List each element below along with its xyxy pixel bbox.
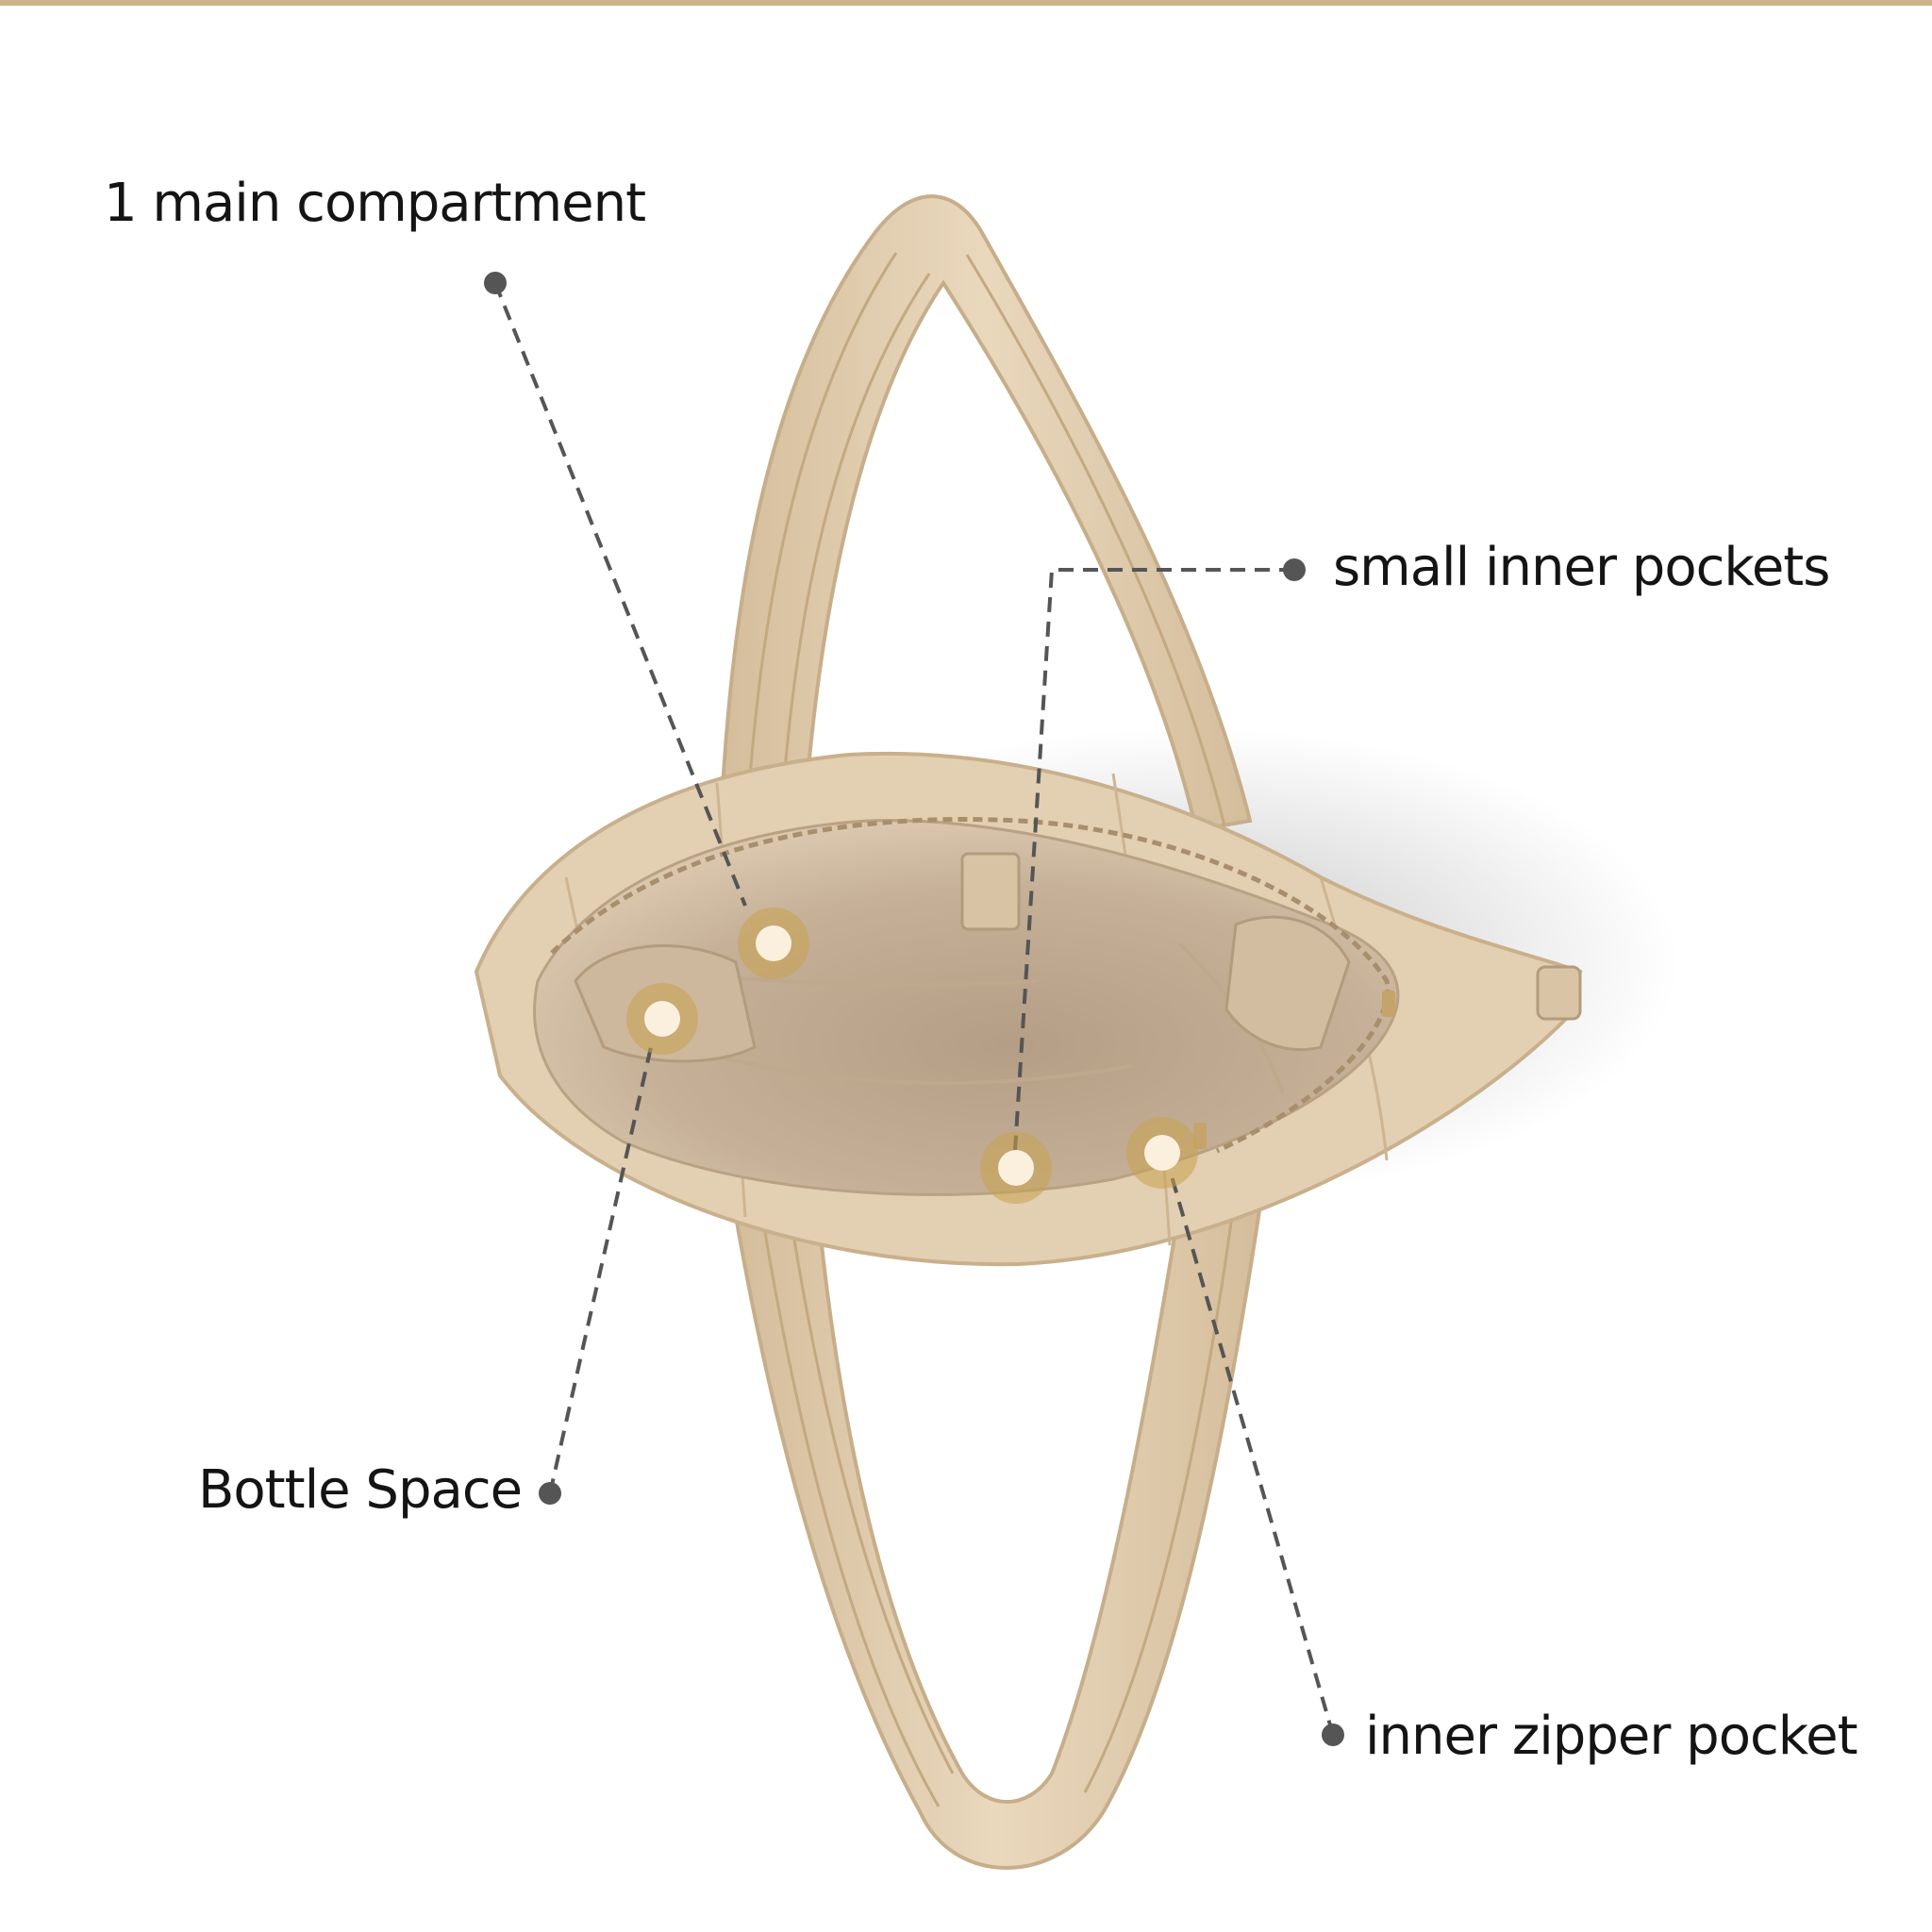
label-small-inner-pockets: small inner pockets xyxy=(1333,537,1830,598)
circle-hotspot-icon[interactable] xyxy=(980,1132,1052,1204)
bottom-strap-stitch-1 xyxy=(758,1197,941,1807)
bottom-strap xyxy=(728,1177,1267,1870)
circle-hotspot-icon[interactable] xyxy=(738,908,809,979)
callout-line-main-compartment xyxy=(493,282,747,907)
dot-icon xyxy=(1283,558,1306,581)
label-main-compartment: 1 main compartment xyxy=(104,173,646,234)
zipper-pull-right xyxy=(1382,991,1395,1017)
dot-icon xyxy=(539,1482,561,1505)
lining-fold-2 xyxy=(716,1055,1133,1086)
callout-line-small-pockets xyxy=(1012,568,1294,1166)
dot-icon xyxy=(484,272,507,294)
top-strap-stitch-3 xyxy=(965,254,1226,826)
dot-icon xyxy=(1322,1724,1344,1746)
top-band-strip xyxy=(0,0,1932,6)
zipper-side-tab xyxy=(1536,965,1582,1021)
label-bottle-space: Bottle Space xyxy=(198,1459,523,1521)
key-strap xyxy=(960,852,1021,931)
label-inner-zipper-pocket: inner zipper pocket xyxy=(1365,1706,1858,1767)
zipper-pull-bottom xyxy=(1193,1123,1207,1149)
top-strap xyxy=(714,194,1253,992)
bottom-strap-stitch-2 xyxy=(786,1197,955,1774)
side-pocket-right xyxy=(1224,915,1351,1052)
bottom-strap-stitch-3 xyxy=(1083,1188,1238,1793)
callout-line-bottle-space xyxy=(548,1046,653,1494)
circle-hotspot-icon[interactable] xyxy=(626,983,698,1055)
circle-hotspot-icon[interactable] xyxy=(1126,1117,1198,1189)
